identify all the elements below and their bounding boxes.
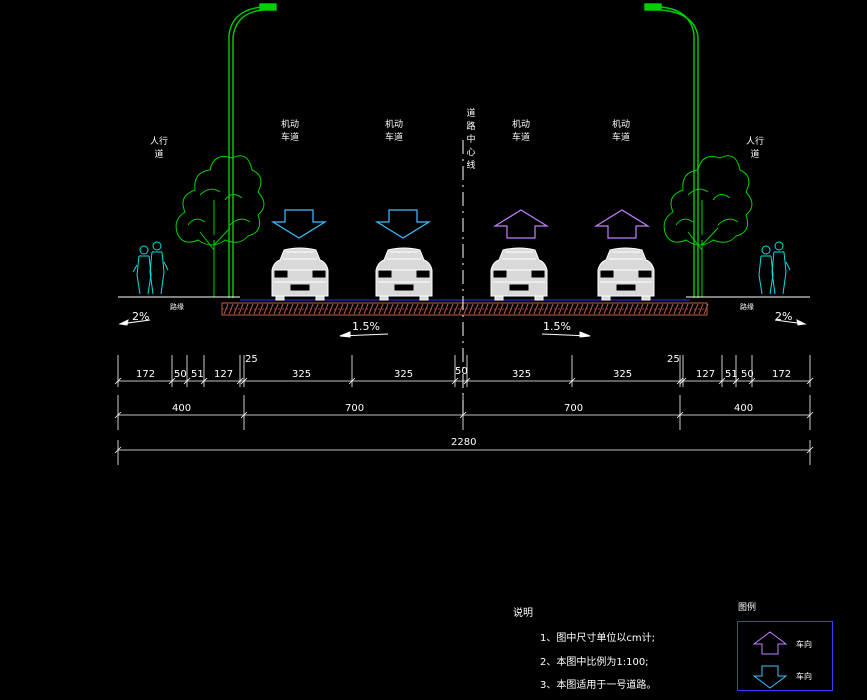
- car-lane2-front: [375, 247, 433, 301]
- legend-title: 图例: [738, 603, 757, 613]
- dim-row1-11: 127: [696, 369, 716, 380]
- label-centerline: 道路中心线: [466, 109, 476, 171]
- note-2: 2、本图中比例为1:100;: [540, 657, 649, 668]
- tree-left: [175, 155, 265, 297]
- legend-down-label: 车向: [796, 672, 812, 681]
- label-lane-1: 机动车道: [281, 120, 300, 143]
- dim-row1-12: 51: [725, 369, 738, 380]
- legend-arrows: [752, 631, 788, 689]
- arrow-up-lane3: [492, 209, 550, 239]
- label-lane-2: 机动车道: [385, 120, 404, 143]
- label-curb-left: 路缘: [170, 303, 184, 311]
- ground-lines: [118, 296, 810, 301]
- car-lane4-rear: [597, 247, 655, 301]
- dim-row1-0: 172: [136, 369, 156, 380]
- street-lamp-right: [644, 3, 699, 298]
- dim-row2-1: 700: [345, 403, 365, 414]
- dim-row1-1: 50: [174, 369, 187, 380]
- pedestrians-left: [132, 241, 169, 295]
- dim-row1-3: 127: [214, 369, 234, 380]
- pavement-strip: [221, 302, 709, 316]
- legend-up-label: 车向: [796, 640, 812, 649]
- note-1: 1、图中尺寸单位以cm计;: [540, 633, 655, 644]
- dim-row1-6: 325: [394, 369, 414, 380]
- dim-row1-13: 50: [741, 369, 754, 380]
- dim-row2-0: 400: [172, 403, 192, 414]
- slope-left-road: 1.5%: [352, 320, 380, 333]
- dim-row1-14: 172: [772, 369, 792, 380]
- arrow-down-lane2: [374, 209, 432, 239]
- label-curb-right: 路缘: [740, 303, 754, 311]
- label-lane-4: 机动车道: [612, 120, 631, 143]
- tree-right: [663, 155, 753, 297]
- slope-left-sidewalk: 2%: [132, 310, 150, 323]
- street-lamp-left: [228, 3, 277, 298]
- slope-arrows: [118, 319, 807, 338]
- dim-row1-9: 325: [613, 369, 633, 380]
- label-lane-3: 机动车道: [512, 120, 531, 143]
- arrow-down-lane1: [270, 209, 328, 239]
- label-sidewalk-left: 人行道: [150, 137, 169, 160]
- dim-row1-7: 50: [455, 366, 468, 377]
- slope-right-road: 1.5%: [543, 320, 571, 333]
- dim-row2-2: 700: [564, 403, 584, 414]
- dim-row1-4: 25: [245, 354, 258, 365]
- dim-row1-2: 51: [191, 369, 204, 380]
- dim-total: 2280: [451, 437, 477, 448]
- dim-row1-10: 25: [667, 354, 680, 365]
- car-lane1-front: [271, 247, 329, 301]
- legend-box: 车向 车向: [737, 621, 833, 691]
- dim-row1-8: 325: [512, 369, 532, 380]
- label-sidewalk-right: 人行道: [746, 137, 765, 160]
- dim-row1-5: 325: [292, 369, 312, 380]
- car-lane3-rear: [490, 247, 548, 301]
- notes-title: 说明: [513, 608, 533, 619]
- pedestrians-right: [758, 241, 791, 295]
- slope-right-sidewalk: 2%: [775, 310, 793, 323]
- arrow-up-lane4: [593, 209, 651, 239]
- note-3: 3、本图适用于一号道路。: [540, 680, 657, 691]
- dim-row2-3: 400: [734, 403, 754, 414]
